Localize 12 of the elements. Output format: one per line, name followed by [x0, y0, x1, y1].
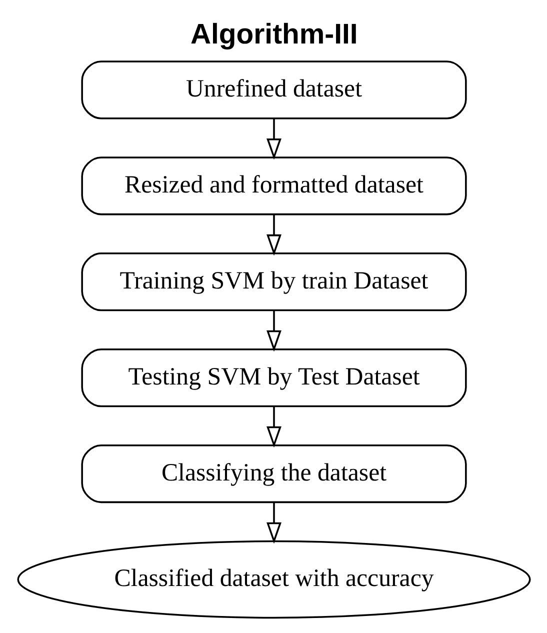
- node-box: Resized and formatted dataset: [80, 156, 466, 216]
- node-ellipse: Classified dataset with accuracy: [16, 540, 530, 619]
- arrow: [266, 406, 281, 448]
- node-box: Unrefined dataset: [80, 60, 466, 120]
- arrow: [266, 118, 281, 160]
- node-box: Training SVM by train Dataset: [80, 252, 466, 312]
- diagram-title: Algorithm-III: [190, 18, 358, 50]
- node-box: Classifying the dataset: [80, 444, 466, 504]
- arrow: [266, 310, 281, 352]
- arrow: [266, 214, 281, 256]
- arrow: [266, 502, 281, 544]
- node-box: Testing SVM by Test Dataset: [80, 348, 466, 408]
